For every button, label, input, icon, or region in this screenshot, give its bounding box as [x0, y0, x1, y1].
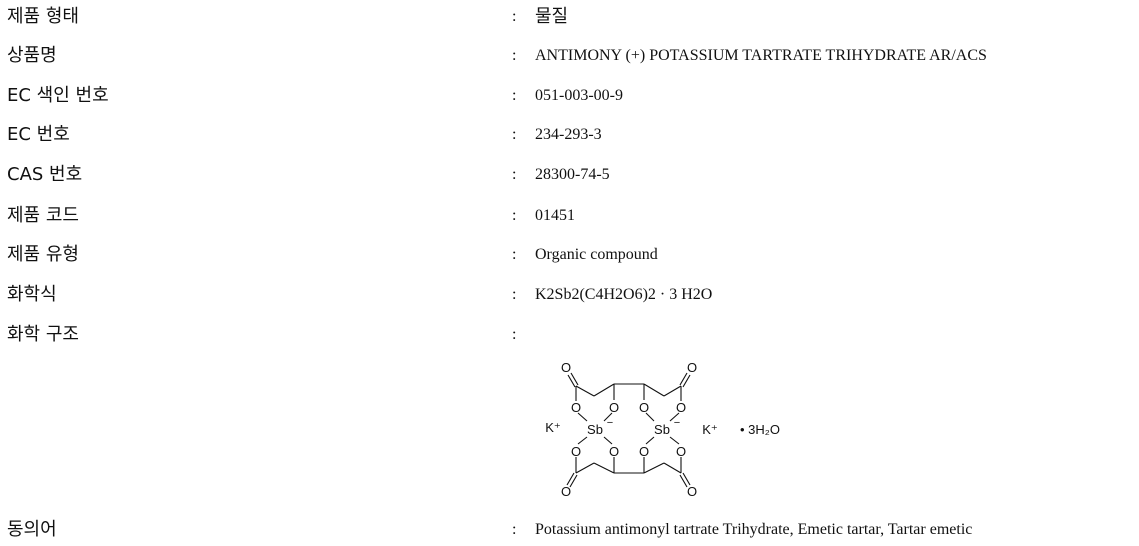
oxygen-atom: O	[639, 444, 649, 459]
oxygen-atom: O	[609, 444, 619, 459]
oxygen-atom: O	[561, 484, 571, 498]
value-trade-name: ANTIMONY (+) POTASSIUM TARTRATE TRIHYDRA…	[535, 47, 987, 64]
oxygen-atom: O	[687, 484, 697, 498]
structure-atoms: O O O O O O Sb Sb − − O O O O O O K⁺ K⁺ …	[545, 360, 780, 499]
antimony-atom: Sb	[587, 422, 603, 437]
colon: :	[512, 126, 517, 143]
colon: :	[512, 8, 517, 25]
label-chemical-formula: 화학식	[7, 284, 57, 305]
minus-charge: −	[607, 417, 613, 429]
value-ec-number: 234-293-3	[535, 126, 602, 143]
potassium-ion: K⁺	[545, 420, 561, 435]
label-chemical-structure: 화학 구조	[7, 324, 79, 345]
minus-charge: −	[674, 417, 680, 429]
colon: :	[512, 166, 517, 183]
label-product-code: 제품 코드	[7, 205, 79, 226]
structure-bonds	[566, 372, 691, 488]
value-chemical-formula: K2Sb2(C4H2O6)2 · 3 H2O	[535, 286, 713, 303]
value-product-form: 물질	[535, 6, 569, 27]
colon: :	[512, 286, 517, 303]
colon: :	[512, 326, 517, 343]
oxygen-atom: O	[609, 400, 619, 415]
oxygen-atom: O	[571, 400, 581, 415]
oxygen-atom: O	[687, 362, 697, 375]
oxygen-atom: O	[676, 444, 686, 459]
colon: :	[512, 246, 517, 263]
colon: :	[512, 207, 517, 224]
oxygen-atom: O	[571, 444, 581, 459]
structure-svg: O O O O O O Sb Sb − − O O O O O O K⁺ K⁺ …	[545, 360, 780, 499]
oxygen-atom: O	[676, 400, 686, 415]
colon: :	[512, 521, 517, 538]
value-product-code: 01451	[535, 207, 575, 224]
label-ec-index-number: EC 색인 번호	[7, 85, 109, 106]
value-product-type: Organic compound	[535, 246, 658, 263]
antimony-atom: Sb	[654, 422, 670, 437]
potassium-ion: K⁺	[702, 422, 718, 437]
value-ec-index-number: 051-003-00-9	[535, 87, 623, 104]
value-cas-number: 28300-74-5	[535, 166, 610, 183]
label-ec-number: EC 번호	[7, 124, 70, 145]
colon: :	[512, 47, 517, 64]
oxygen-atom: O	[561, 362, 571, 375]
value-synonyms: Potassium antimonyl tartrate Trihydrate,…	[535, 521, 973, 538]
label-synonyms: 동의어	[7, 519, 57, 540]
water-of-hydration: • 3H₂O	[740, 422, 780, 437]
label-trade-name: 상품명	[7, 45, 57, 66]
colon: :	[512, 87, 517, 104]
label-cas-number: CAS 번호	[7, 164, 83, 185]
oxygen-atom: O	[639, 400, 649, 415]
label-product-form: 제품 형태	[7, 6, 79, 27]
label-product-type: 제품 유형	[7, 244, 79, 265]
chemical-structure-diagram: O O O O O O Sb Sb − − O O O O O O K⁺ K⁺ …	[540, 360, 800, 499]
